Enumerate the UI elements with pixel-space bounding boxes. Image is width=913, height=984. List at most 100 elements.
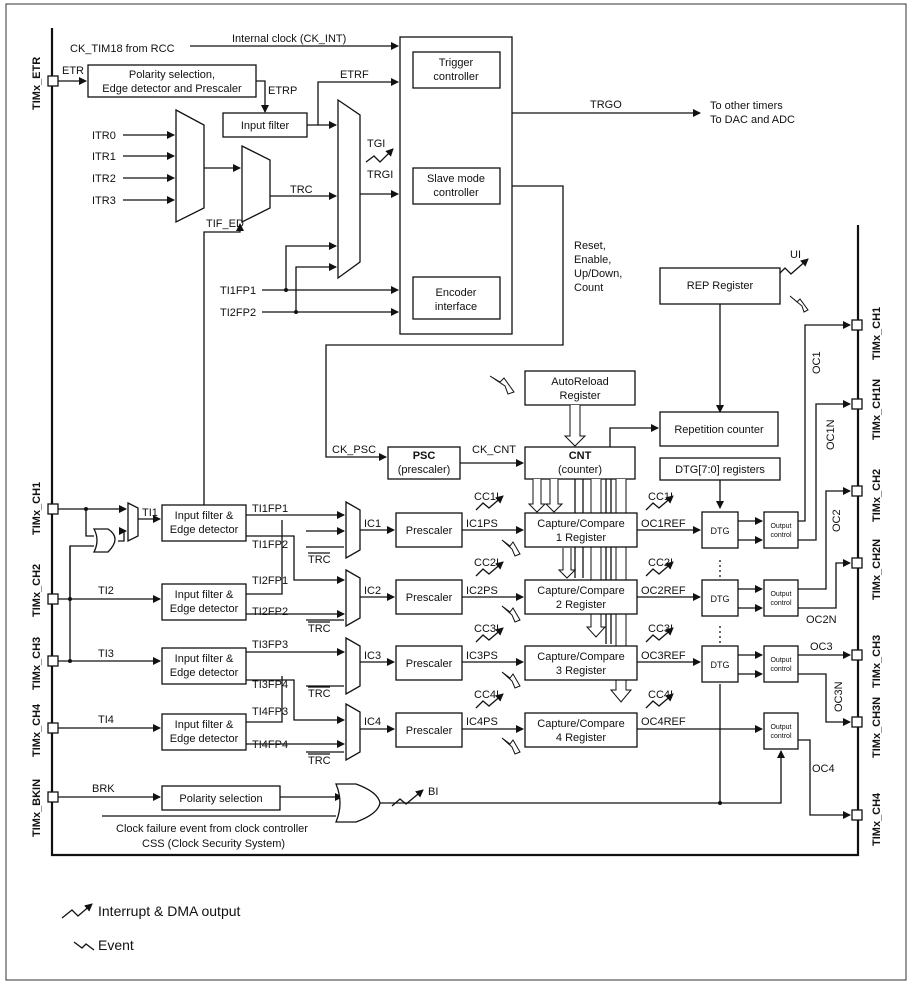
pin-out-ch1n: TIMx_CH1N	[871, 379, 883, 440]
dtg1-text: DTG	[711, 526, 730, 536]
trc-top-label: TRC	[290, 184, 313, 196]
legend-event: Event	[98, 937, 134, 953]
cnt-block	[524, 446, 636, 480]
itr3-label: ITR3	[92, 195, 116, 207]
etrp-label: ETRP	[268, 85, 297, 97]
break-section: TIMx_BKIN BRK Polarity selection Clock f…	[31, 684, 785, 850]
event-arrow-icon	[789, 295, 809, 313]
trc4-label: TRC	[308, 755, 331, 767]
ic2-mux	[345, 568, 361, 628]
presc3-text: Prescaler	[406, 658, 453, 670]
pin-etr: TIMx_ETR	[31, 57, 43, 110]
outctl4-l1: Output	[770, 724, 791, 731]
channel-4: TIMx_CH4 TI4 Input filter & Edge detecto…	[31, 676, 851, 819]
brk-label: BRK	[92, 783, 115, 795]
prescaler-3	[395, 645, 463, 681]
r2a-label: TI2FP1	[252, 575, 288, 587]
out-ch2n-pin[interactable]	[851, 557, 863, 569]
prescaler-1	[395, 512, 463, 548]
ic3-mux	[345, 636, 361, 696]
trgi-label: TRGI	[367, 169, 393, 181]
ic4ps-label: IC4PS	[466, 716, 498, 728]
dtg2-text: DTG	[711, 594, 730, 604]
ti1fp1-label: TI1FP1	[220, 285, 256, 297]
bkin-pin[interactable]	[47, 791, 59, 803]
outctl2-l2: control	[770, 600, 791, 607]
ui-label: UI	[790, 249, 801, 261]
trigger-ctrl-l2: controller	[433, 71, 479, 83]
cc3-block	[524, 645, 638, 681]
trc3-label: TRC	[308, 688, 331, 700]
cc2-l1: Capture/Compare	[537, 585, 624, 597]
itr0-label: ITR0	[92, 130, 116, 142]
clock-fail-label: Clock failure event from clock controlle…	[116, 823, 308, 835]
ti2fp2-label: TI2FP2	[220, 307, 256, 319]
pin-out-ch1: TIMx_CH1	[871, 307, 883, 360]
reset-l2: Enable,	[574, 254, 611, 266]
psc-l1: PSC	[413, 450, 436, 462]
ck-tim18-label: CK_TIM18 from RCC	[70, 43, 175, 55]
ch1-pin[interactable]	[47, 503, 59, 515]
oc3ref-label: OC3REF	[641, 650, 686, 662]
css-label: CSS (Clock Security System)	[142, 838, 285, 850]
ch2-pin[interactable]	[47, 593, 59, 605]
pin-ch4: TIMx_CH4	[31, 703, 43, 757]
pin-ch3: TIMx_CH3	[31, 637, 43, 690]
repetition-counter-block	[659, 411, 779, 447]
trc-mux	[241, 144, 271, 224]
out-ch1n-pin[interactable]	[851, 398, 863, 410]
presc2-text: Prescaler	[406, 592, 453, 604]
out-ch3-pin[interactable]	[851, 649, 863, 661]
ch4-pin[interactable]	[47, 722, 59, 734]
channel-2: TIMx_CH2 TI2 Input filter & Edge detecto…	[31, 487, 851, 635]
if2-l2: Edge detector	[170, 603, 239, 615]
ic3ps-label: IC3PS	[466, 650, 498, 662]
oc2-label: OC2	[831, 509, 843, 532]
outctl3-l1: Output	[770, 657, 791, 664]
channel-3: TIMx_CH3 TI3 Input filter & Edge detecto…	[31, 545, 851, 726]
if1-l2: Edge detector	[170, 524, 239, 536]
oc3-label: OC3	[810, 641, 833, 653]
top-section: CK_TIM18 from RCC Internal clock (CK_INT…	[31, 33, 795, 505]
reload-arrow	[563, 405, 587, 447]
to-other-timers: To other timers	[710, 100, 783, 112]
ic1-mux	[345, 500, 361, 560]
reset-l3: Up/Down,	[574, 268, 622, 280]
input-filter-1	[161, 504, 247, 542]
cc4i-label-b: CC4I	[648, 689, 673, 701]
cnt-l2: (counter)	[558, 464, 602, 476]
out-ch4-pin[interactable]	[851, 809, 863, 821]
bi-label: BI	[428, 786, 438, 798]
ti1-label: TI1	[142, 507, 158, 519]
polarity-etr-block	[87, 64, 257, 98]
itr-mux	[175, 108, 205, 224]
pin-ch1: TIMx_CH1	[31, 482, 43, 535]
cc2i-label-a: CC2I	[474, 557, 499, 569]
output-control-1	[763, 511, 799, 549]
r4a-label: TI4FP3	[252, 706, 288, 718]
ic3-label: IC3	[364, 650, 381, 662]
tif-ed-label: TIF_ED	[206, 218, 244, 230]
output-control-3	[763, 645, 799, 683]
tgi-label: TGI	[367, 138, 385, 150]
rep-register-text: REP Register	[687, 280, 754, 292]
output-control-2	[763, 579, 799, 617]
ch3-pin[interactable]	[47, 655, 59, 667]
out-ch1-pin[interactable]	[851, 319, 863, 331]
ti4-label: TI4	[98, 714, 114, 726]
legend: Interrupt & DMA output Event	[61, 903, 241, 953]
etr-pin[interactable]	[47, 75, 59, 87]
input-filter-text: Input filter	[241, 120, 290, 132]
dtg-1	[701, 511, 739, 549]
input-filter-block	[222, 112, 308, 138]
out-ch2-pin[interactable]	[851, 485, 863, 497]
pin-out-ch2n: TIMx_CH2N	[871, 539, 883, 600]
autoreload-block	[524, 370, 636, 406]
out-ch3n-pin[interactable]	[851, 716, 863, 728]
interrupt-icon	[61, 903, 93, 919]
if4-l2: Edge detector	[170, 733, 239, 745]
oc1n-label: OC1N	[825, 419, 837, 450]
r1a-label: TI1FP1	[252, 503, 288, 515]
